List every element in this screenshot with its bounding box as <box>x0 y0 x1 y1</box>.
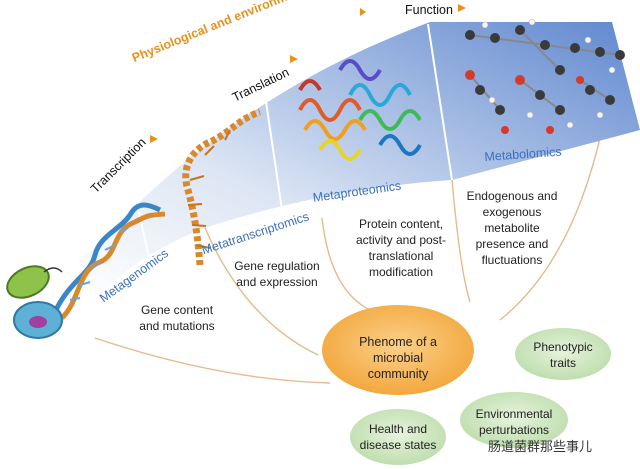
dna-helix-icon <box>52 202 166 320</box>
metaproteomics-description: Protein content, activity and post-trans… <box>355 217 447 279</box>
microbe-cells-icon <box>6 265 63 339</box>
health-ellipse <box>350 409 446 465</box>
omics-band <box>80 22 640 300</box>
wedge-lines <box>94 119 605 384</box>
metabolomics-description: Endogenous and exogenous metabolite pres… <box>466 189 558 267</box>
metatranscriptomics-description: Gene regulation and expression <box>234 259 320 289</box>
phenotypic-traits-ellipse <box>515 328 611 380</box>
band-separators <box>131 23 453 263</box>
environment-ellipse <box>460 392 568 448</box>
phenotypic-traits-label: Phenotypic traits <box>533 340 593 370</box>
protein-structure-icon <box>298 59 422 161</box>
phenome-ellipse <box>322 305 474 395</box>
watermark-text: 肠道菌群那些事儿 <box>488 440 593 455</box>
environment-label: Environmental perturbations <box>475 407 553 437</box>
metabolite-molecules-icon <box>465 18 625 134</box>
health-label: Health and disease states <box>359 422 437 452</box>
mrna-strand-icon <box>182 108 262 266</box>
function-label: Function <box>405 3 453 17</box>
metagenomics-description: Gene content and mutations <box>139 303 215 333</box>
phenome-label: Phenome of a microbial community <box>359 335 437 381</box>
stage-arrows <box>150 4 466 143</box>
